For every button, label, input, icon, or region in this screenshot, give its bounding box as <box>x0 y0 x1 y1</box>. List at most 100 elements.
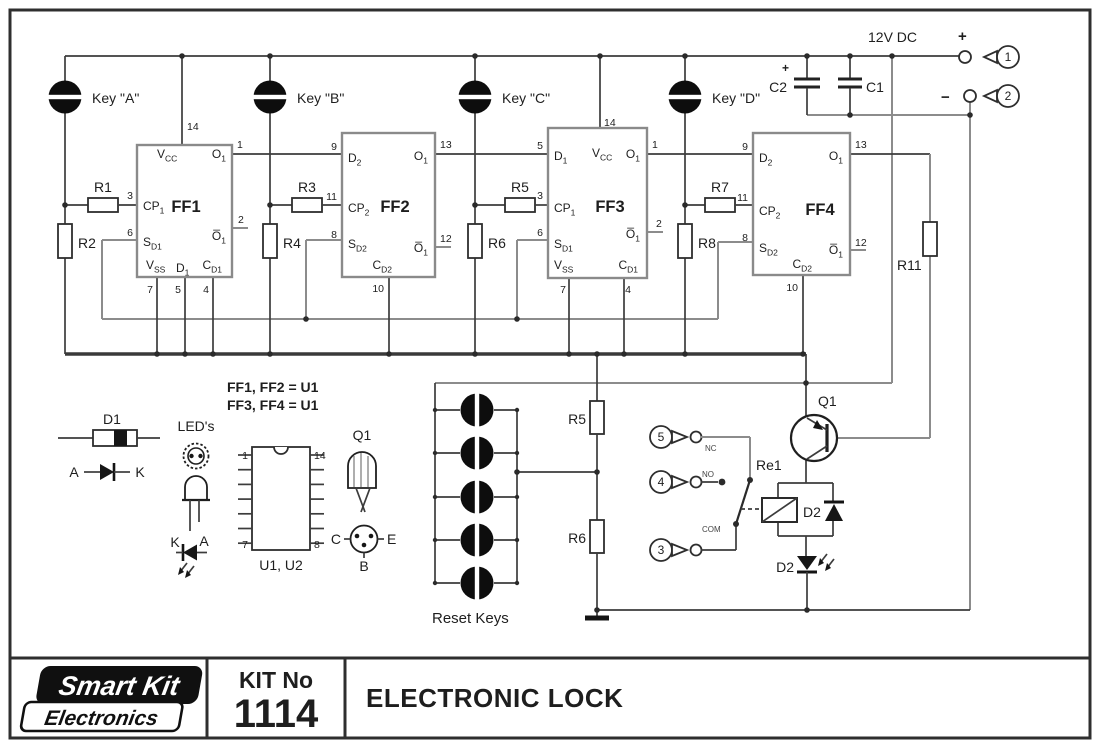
c2-label: C2 <box>769 79 787 95</box>
page-frame <box>8 8 1092 740</box>
resistor-r7: R7 <box>685 179 753 213</box>
legend-q1: Q1 C E B <box>331 427 396 574</box>
flyback-d2-label: D2 <box>803 504 821 520</box>
minus-sign: − <box>941 89 950 106</box>
reset-key-2 <box>435 436 517 470</box>
terminal-1-callout: 1 <box>958 45 1020 69</box>
ff4-cp: CP2 <box>759 204 781 221</box>
ff3-title: FF3 <box>595 198 624 216</box>
resistor-r8: R8 <box>677 223 716 259</box>
key-b-label: Key "B" <box>297 90 344 106</box>
ff1-pin14: 14 <box>187 121 199 133</box>
legend-q1-label: Q1 <box>353 427 372 443</box>
terminal-4-number: 4 <box>658 475 665 489</box>
r1-label: R1 <box>94 179 112 195</box>
ff1-pin3: 3 <box>127 190 133 202</box>
legend-led-cathode: K <box>170 534 180 550</box>
ff3-pin6: 6 <box>537 227 543 239</box>
ff2-pin8: 8 <box>331 229 337 241</box>
key-d: Key "D" <box>668 80 760 114</box>
resistor-r1: R1 <box>65 179 137 213</box>
note-line2: FF3, FF4 = U1 <box>227 397 319 413</box>
ff2-q-output: O1 <box>414 149 428 166</box>
ff3-pin4: 4 <box>625 284 631 296</box>
key-d-label: Key "D" <box>712 90 760 106</box>
ff2-pin13: 13 <box>440 139 452 151</box>
key-a-label: Key "A" <box>92 90 139 106</box>
ff3-cp: CP1 <box>554 201 576 218</box>
ff4-pin9: 9 <box>742 141 748 153</box>
r11-label: R11 <box>897 257 922 273</box>
brand-line1: Smart Kit <box>57 670 183 701</box>
reset-key-4 <box>435 523 517 557</box>
junction-dots <box>62 53 973 613</box>
resistor-r6: R6 <box>467 223 506 259</box>
key-c-label: Key "C" <box>502 90 550 106</box>
ff1-qbar-output: O̅1 <box>212 229 226 246</box>
divider-r5: R5 <box>568 354 605 435</box>
terminal-5-callout: 5 <box>649 425 703 449</box>
ff1-d: D1 <box>176 261 190 278</box>
ff4-qbar-output: O̅1 <box>829 243 843 260</box>
reset-keys: Reset Keys <box>432 382 806 627</box>
terminal-3-callout: 3 <box>649 538 703 562</box>
brand-line2: Electronics <box>43 707 160 730</box>
ff3-d: D1 <box>554 149 568 166</box>
ff2-pin10: 10 <box>372 283 384 295</box>
q1-circuit-label: Q1 <box>818 393 837 409</box>
notes: FF1, FF2 = U1 FF3, FF4 = U1 <box>227 379 319 413</box>
led-d2: D2 <box>776 536 835 610</box>
r4-label: R4 <box>283 235 301 251</box>
legend-ic: 1 14 7 8 U1, U2 <box>238 446 326 573</box>
resistor-r2: R2 <box>57 223 96 259</box>
terminal-3-number: 3 <box>658 543 665 557</box>
key-c: Key "C" <box>458 80 550 114</box>
relay-re1: Re1 <box>756 457 833 537</box>
ff1-cp: CP1 <box>143 199 165 216</box>
note-line1: FF1, FF2 = U1 <box>227 379 319 395</box>
legend-ic-pin14: 14 <box>314 450 326 462</box>
relay-contacts: 5 4 3 NC NO COM <box>649 425 760 562</box>
ff3-qbar-output: O̅1 <box>626 227 640 244</box>
resistor-r3: R3 <box>270 179 342 213</box>
capacitor-c1: C1 <box>838 56 884 115</box>
divider-r6: R6 <box>568 434 605 554</box>
ff2-cd: CD2 <box>372 258 392 275</box>
ff2-cp: CP2 <box>348 201 370 218</box>
ff2-pin12: 12 <box>440 233 452 245</box>
power-rail: 12V DC + − <box>65 28 971 610</box>
legend-q1-emitter: E <box>387 531 396 547</box>
kit-number: 1114 <box>234 692 319 736</box>
set-bus <box>101 239 753 320</box>
ff1-vcc: VCC <box>157 147 177 164</box>
reset-key-1 <box>435 393 517 427</box>
reset-key-3 <box>435 480 517 514</box>
ff3-pin1: 1 <box>652 139 658 151</box>
ff1-q-output: O1 <box>212 147 226 164</box>
led-d2-label: D2 <box>776 559 794 575</box>
ff2-pin9: 9 <box>331 141 337 153</box>
r3-label: R3 <box>298 179 316 195</box>
ff3-pin14: 14 <box>604 117 616 129</box>
ff1-pin5: 5 <box>175 284 181 296</box>
ff4-title: FF4 <box>805 201 835 219</box>
ff-interconnects <box>181 56 930 155</box>
ff1-title: FF1 <box>171 198 200 216</box>
r6-label: R6 <box>488 235 506 251</box>
kit-label: KIT No <box>239 667 313 693</box>
legend-q1-collector: C <box>331 531 341 547</box>
q1-transistor: Q1 <box>789 393 839 483</box>
legend-leds: LED's K A <box>170 418 214 578</box>
key-a: Key "A" <box>48 80 139 114</box>
capacitor-c2: + C2 <box>769 56 820 115</box>
resistor-r4: R4 <box>262 223 301 259</box>
ground-symbol <box>585 553 609 621</box>
c1-label: C1 <box>866 79 884 95</box>
ff1-cd: CD1 <box>202 258 222 275</box>
ff4-d: D2 <box>759 151 773 168</box>
ff3-pin3: 3 <box>537 190 543 202</box>
resistor-r11: R11 <box>838 154 938 439</box>
brand-logo: Smart Kit Electronics <box>19 666 203 733</box>
